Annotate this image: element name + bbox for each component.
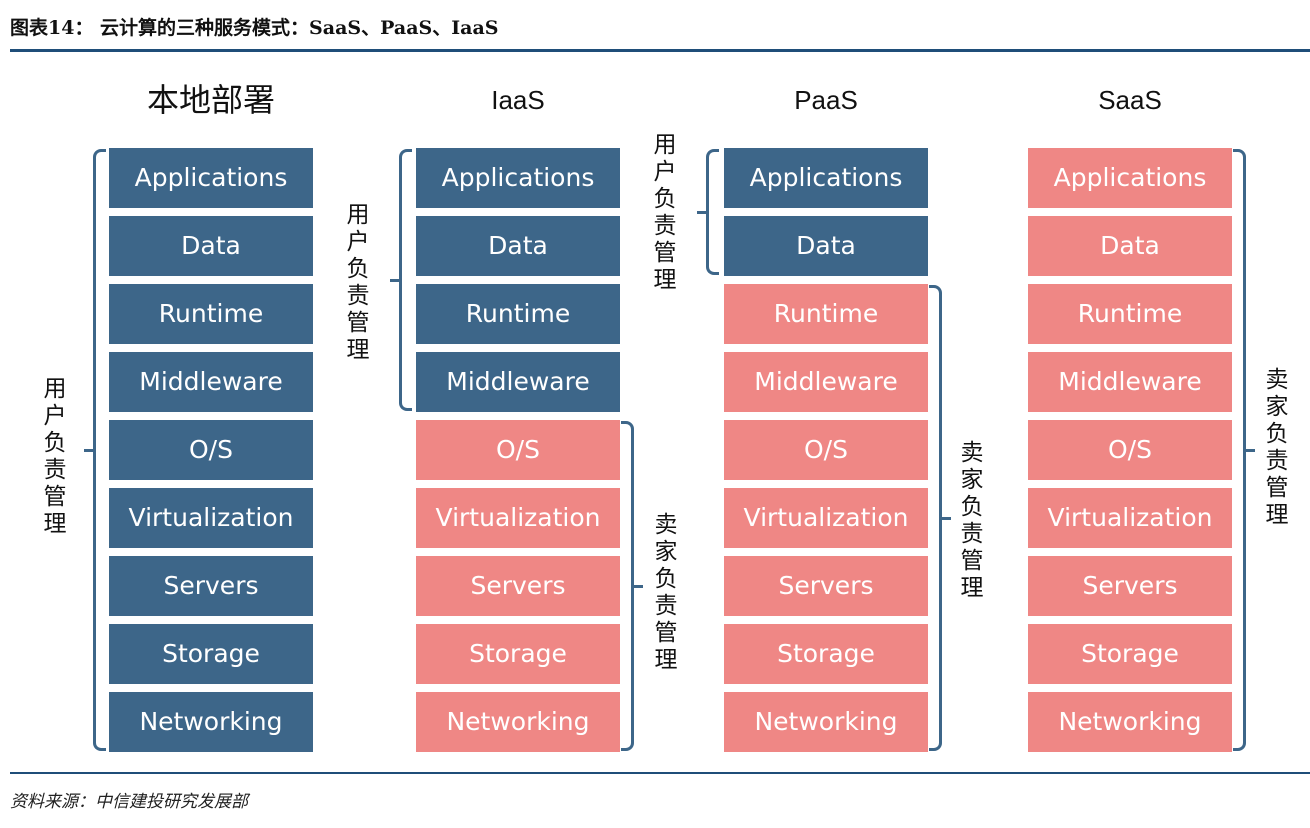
column-title-iaas: IaaS <box>491 85 545 115</box>
layer-iaas-networking: Networking <box>416 692 620 752</box>
layer-on-premise-virtualization: Virtualization <box>109 488 313 548</box>
label-on-premise-user: 用户负责管理 <box>43 376 67 537</box>
layer-iaas-runtime: Runtime <box>416 284 620 344</box>
layer-saas-virtualization: Virtualization <box>1028 488 1232 548</box>
label-paas-vendor: 卖家负责管理 <box>960 440 984 601</box>
layer-on-premise-os: O/S <box>109 420 313 480</box>
layer-paas-runtime: Runtime <box>724 284 928 344</box>
layer-on-premise-middleware: Middleware <box>109 352 313 412</box>
layer-saas-middleware: Middleware <box>1028 352 1232 412</box>
figure-title: 图表14： 云计算的三种服务模式：SaaS、PaaS、IaaS <box>10 17 499 39</box>
layer-paas-servers: Servers <box>724 556 928 616</box>
source-note: 资料来源：中信建投研究发展部 <box>10 792 248 812</box>
layer-on-premise-networking: Networking <box>109 692 313 752</box>
layer-iaas-os: O/S <box>416 420 620 480</box>
layer-iaas-data: Data <box>416 216 620 276</box>
layer-iaas-virtualization: Virtualization <box>416 488 620 548</box>
layer-saas-os: O/S <box>1028 420 1232 480</box>
layer-paas-middleware: Middleware <box>724 352 928 412</box>
column-title-paas: PaaS <box>794 85 858 115</box>
layer-on-premise-servers: Servers <box>109 556 313 616</box>
bracket-iaas-vendor <box>621 421 643 751</box>
label-iaas-user: 用户负责管理 <box>346 202 370 363</box>
bracket-on-premise-user <box>84 149 106 751</box>
layer-saas-applications: Applications <box>1028 148 1232 208</box>
layer-iaas-servers: Servers <box>416 556 620 616</box>
layer-on-premise-applications: Applications <box>109 148 313 208</box>
layer-iaas-applications: Applications <box>416 148 620 208</box>
column-title-on-premise: 本地部署 <box>146 81 275 119</box>
bracket-paas-vendor <box>929 285 951 751</box>
label-saas-vendor: 卖家负责管理 <box>1265 367 1289 528</box>
label-paas-user: 用户负责管理 <box>653 132 677 293</box>
layer-iaas-storage: Storage <box>416 624 620 684</box>
layer-saas-networking: Networking <box>1028 692 1232 752</box>
layer-saas-storage: Storage <box>1028 624 1232 684</box>
layer-paas-applications: Applications <box>724 148 928 208</box>
layer-on-premise-data: Data <box>109 216 313 276</box>
column-title-saas: SaaS <box>1098 85 1162 115</box>
bottom-rule <box>10 772 1310 774</box>
layer-paas-data: Data <box>724 216 928 276</box>
layer-saas-data: Data <box>1028 216 1232 276</box>
layer-on-premise-runtime: Runtime <box>109 284 313 344</box>
layer-paas-os: O/S <box>724 420 928 480</box>
label-iaas-vendor: 卖家负责管理 <box>654 512 678 673</box>
layer-on-premise-storage: Storage <box>109 624 313 684</box>
layer-paas-storage: Storage <box>724 624 928 684</box>
layer-saas-servers: Servers <box>1028 556 1232 616</box>
top-rule <box>10 49 1310 52</box>
layer-saas-runtime: Runtime <box>1028 284 1232 344</box>
bracket-paas-user <box>697 149 719 275</box>
bracket-iaas-user <box>390 149 412 411</box>
layer-iaas-middleware: Middleware <box>416 352 620 412</box>
layer-paas-networking: Networking <box>724 692 928 752</box>
bracket-saas-vendor <box>1233 149 1255 751</box>
layer-paas-virtualization: Virtualization <box>724 488 928 548</box>
